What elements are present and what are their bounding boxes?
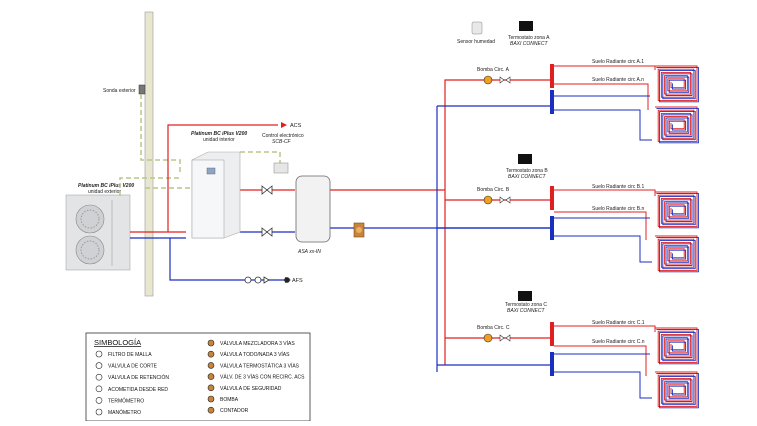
buffer-tank: [295, 175, 331, 243]
diverter-valve-icon: [207, 350, 215, 358]
label-unidad-exterior-2: unidad exterior: [88, 189, 121, 195]
label-termostato-b-2: BAXI CONNECT: [508, 174, 546, 180]
legend: SIMBOLOGÍA FILTRO DE MALLA VÁLVULA DE COR…: [85, 332, 311, 422]
network-connection-icon: [95, 385, 103, 393]
collector-mixing-valve: [353, 222, 365, 238]
label-suelo-b1: Suelo Radiante circ B.1: [592, 184, 644, 190]
label-termostato-a-1: Termostato zona A: [508, 35, 550, 41]
label-suelo-an: Suelo Radiante circ A.n: [592, 77, 644, 83]
mixing-valve-icon: [207, 339, 215, 347]
legend-item-right-3: VÁLVULA TERMOSTÁTICA 3 VÍAS: [220, 362, 300, 369]
legend-right-column: VÁLVULA MEZCLADORA 3 VÍAS VÁLVULA TODO/NA…: [207, 339, 305, 414]
label-sensor-humedad: Sensor humedad: [457, 39, 495, 45]
label-afs: AFS: [292, 278, 303, 284]
legend-title: SIMBOLOGÍA: [94, 338, 141, 347]
collector-a-return: [550, 90, 554, 114]
zone-b: [437, 186, 554, 240]
label-termostato-c-1: Termostato zona C: [505, 302, 547, 308]
collector-c-supply: [550, 322, 554, 346]
collector-c-return: [550, 352, 554, 376]
collector-b-return: [550, 216, 554, 240]
humidity-sensor-icon: [471, 21, 483, 35]
label-suelo-a1: Suelo Radiante circ A.1: [592, 59, 644, 65]
floor-heating-coils: [655, 65, 699, 409]
label-unidad-interior-1: Platinum BC iPlus V200: [191, 131, 247, 137]
label-unidad-interior-2: unidad interior: [203, 137, 235, 143]
check-valve-icon: [95, 373, 103, 381]
legend-item-right-2: VÁLVULA TODO/NADA 3 VÍAS: [220, 351, 290, 358]
indoor-unit: [191, 151, 241, 239]
label-control-1: Control electrónico: [262, 133, 304, 139]
legend-item-right-1: VÁLVULA MEZCLADORA 3 VÍAS: [220, 340, 295, 347]
label-bomba-b: Bomba Circ. B: [477, 187, 510, 193]
recirc-valve-icon: [207, 373, 215, 380]
meter-icon: [207, 406, 215, 414]
thermostatic-valve-icon: [207, 362, 215, 369]
filter-icon: [95, 350, 103, 358]
pump-icon: [207, 395, 215, 403]
coil-4: [655, 235, 699, 273]
thermostat-a-icon: [519, 21, 533, 31]
coil-6: [655, 371, 699, 409]
label-termostato-c-2: BAXI CONNECT: [507, 308, 545, 314]
indoor-valves: [244, 185, 290, 284]
legend-left-column: FILTRO DE MALLA VÁLVULA DE CORTE VÁLVULA D…: [95, 350, 169, 416]
label-acs: ACS: [290, 123, 302, 129]
label-termostato-b-1: Termostato zona B: [506, 168, 548, 174]
outdoor-sensor-icon: [138, 84, 146, 95]
coil-1: [655, 65, 699, 103]
outdoor-unit: [65, 194, 131, 271]
legend-item-left-1: FILTRO DE MALLA: [108, 352, 152, 358]
label-sonda-exterior: Sonda exterior: [103, 88, 136, 94]
thermostat-b-icon: [518, 154, 532, 164]
legend-item-right-5: VÁLVULA DE SEGURIDAD: [220, 385, 282, 392]
collector-b-supply: [550, 186, 554, 210]
indoor-hot-lines: [130, 124, 445, 233]
legend-item-left-6: MANÓMETRO: [108, 409, 141, 416]
label-suelo-c1: Suelo Radiante circ C.1: [592, 320, 645, 326]
legend-item-left-4: ACOMETIDA DESDE RED: [108, 387, 168, 393]
control-unit-icon: [273, 162, 289, 174]
zone-a: [437, 64, 554, 114]
safety-valve-icon: [207, 384, 215, 392]
thermostat-c-icon: [518, 291, 532, 301]
coil-3: [655, 191, 699, 229]
zone-c: [437, 322, 554, 376]
thermometer-icon: [95, 397, 103, 404]
legend-item-left-3: VÁLVULA DE RETENCIÓN: [108, 374, 169, 381]
pump-b-icon: [483, 195, 493, 205]
pump-c-icon: [483, 333, 493, 343]
label-bomba-c: Bomba Circ. C: [477, 325, 510, 331]
building-wall: [144, 11, 154, 297]
label-suelo-cn: Suelo Radiante circ C.n: [592, 339, 645, 345]
legend-item-left-2: VÁLVULA DE CORTE: [108, 363, 158, 370]
coil-2: [655, 106, 699, 144]
legend-item-right-4: VÁLV. DE 3 VÍAS CON RECIRC. ACS: [220, 374, 305, 381]
label-termostato-a-2: BAXI CONNECT: [510, 41, 548, 47]
acs-arrow: [281, 122, 287, 128]
label-asa: ASA xx-IN: [297, 249, 321, 255]
label-bomba-a: Bomba Circ. A: [477, 67, 510, 73]
circuit-lines: [554, 65, 656, 399]
manometer-icon: [95, 408, 103, 416]
coil-5: [655, 327, 699, 365]
legend-item-right-6: BOMBA: [220, 397, 239, 403]
legend-item-left-5: TERMÓMETRO: [108, 397, 144, 404]
shutoff-valve-icon: [95, 362, 103, 369]
pump-a-icon: [483, 75, 493, 85]
label-control-2: SCB-CF: [272, 139, 292, 145]
legend-item-right-7: CONTADOR: [220, 408, 249, 414]
signal-lines: [119, 94, 281, 196]
collector-a-supply: [550, 64, 554, 88]
label-unidad-exterior-1: Platinum BC iPlus V200: [78, 183, 134, 189]
label-suelo-bn: Suelo Radiante circ B.n: [592, 206, 644, 212]
